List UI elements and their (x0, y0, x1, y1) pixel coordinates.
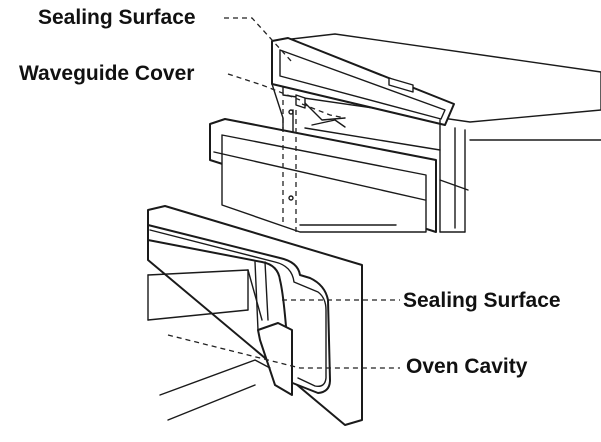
leader-oven-cavity (167, 334, 400, 369)
leader-waveguide-cavity (301, 103, 346, 119)
leader-waveguide-cover (227, 73, 301, 101)
upper-oven-assembly (209, 33, 601, 233)
label-oven-cavity: Oven Cavity (406, 355, 528, 378)
label-waveguide-cover: Waveguide Cover (19, 62, 195, 85)
label-sealing-surface-top: Sealing Surface (38, 6, 196, 29)
label-sealing-surface-bottom: Sealing Surface (403, 289, 561, 312)
leader-sealing-surface-top (224, 17, 293, 63)
leader-lines (167, 17, 400, 369)
lower-oven-assembly (147, 205, 363, 426)
